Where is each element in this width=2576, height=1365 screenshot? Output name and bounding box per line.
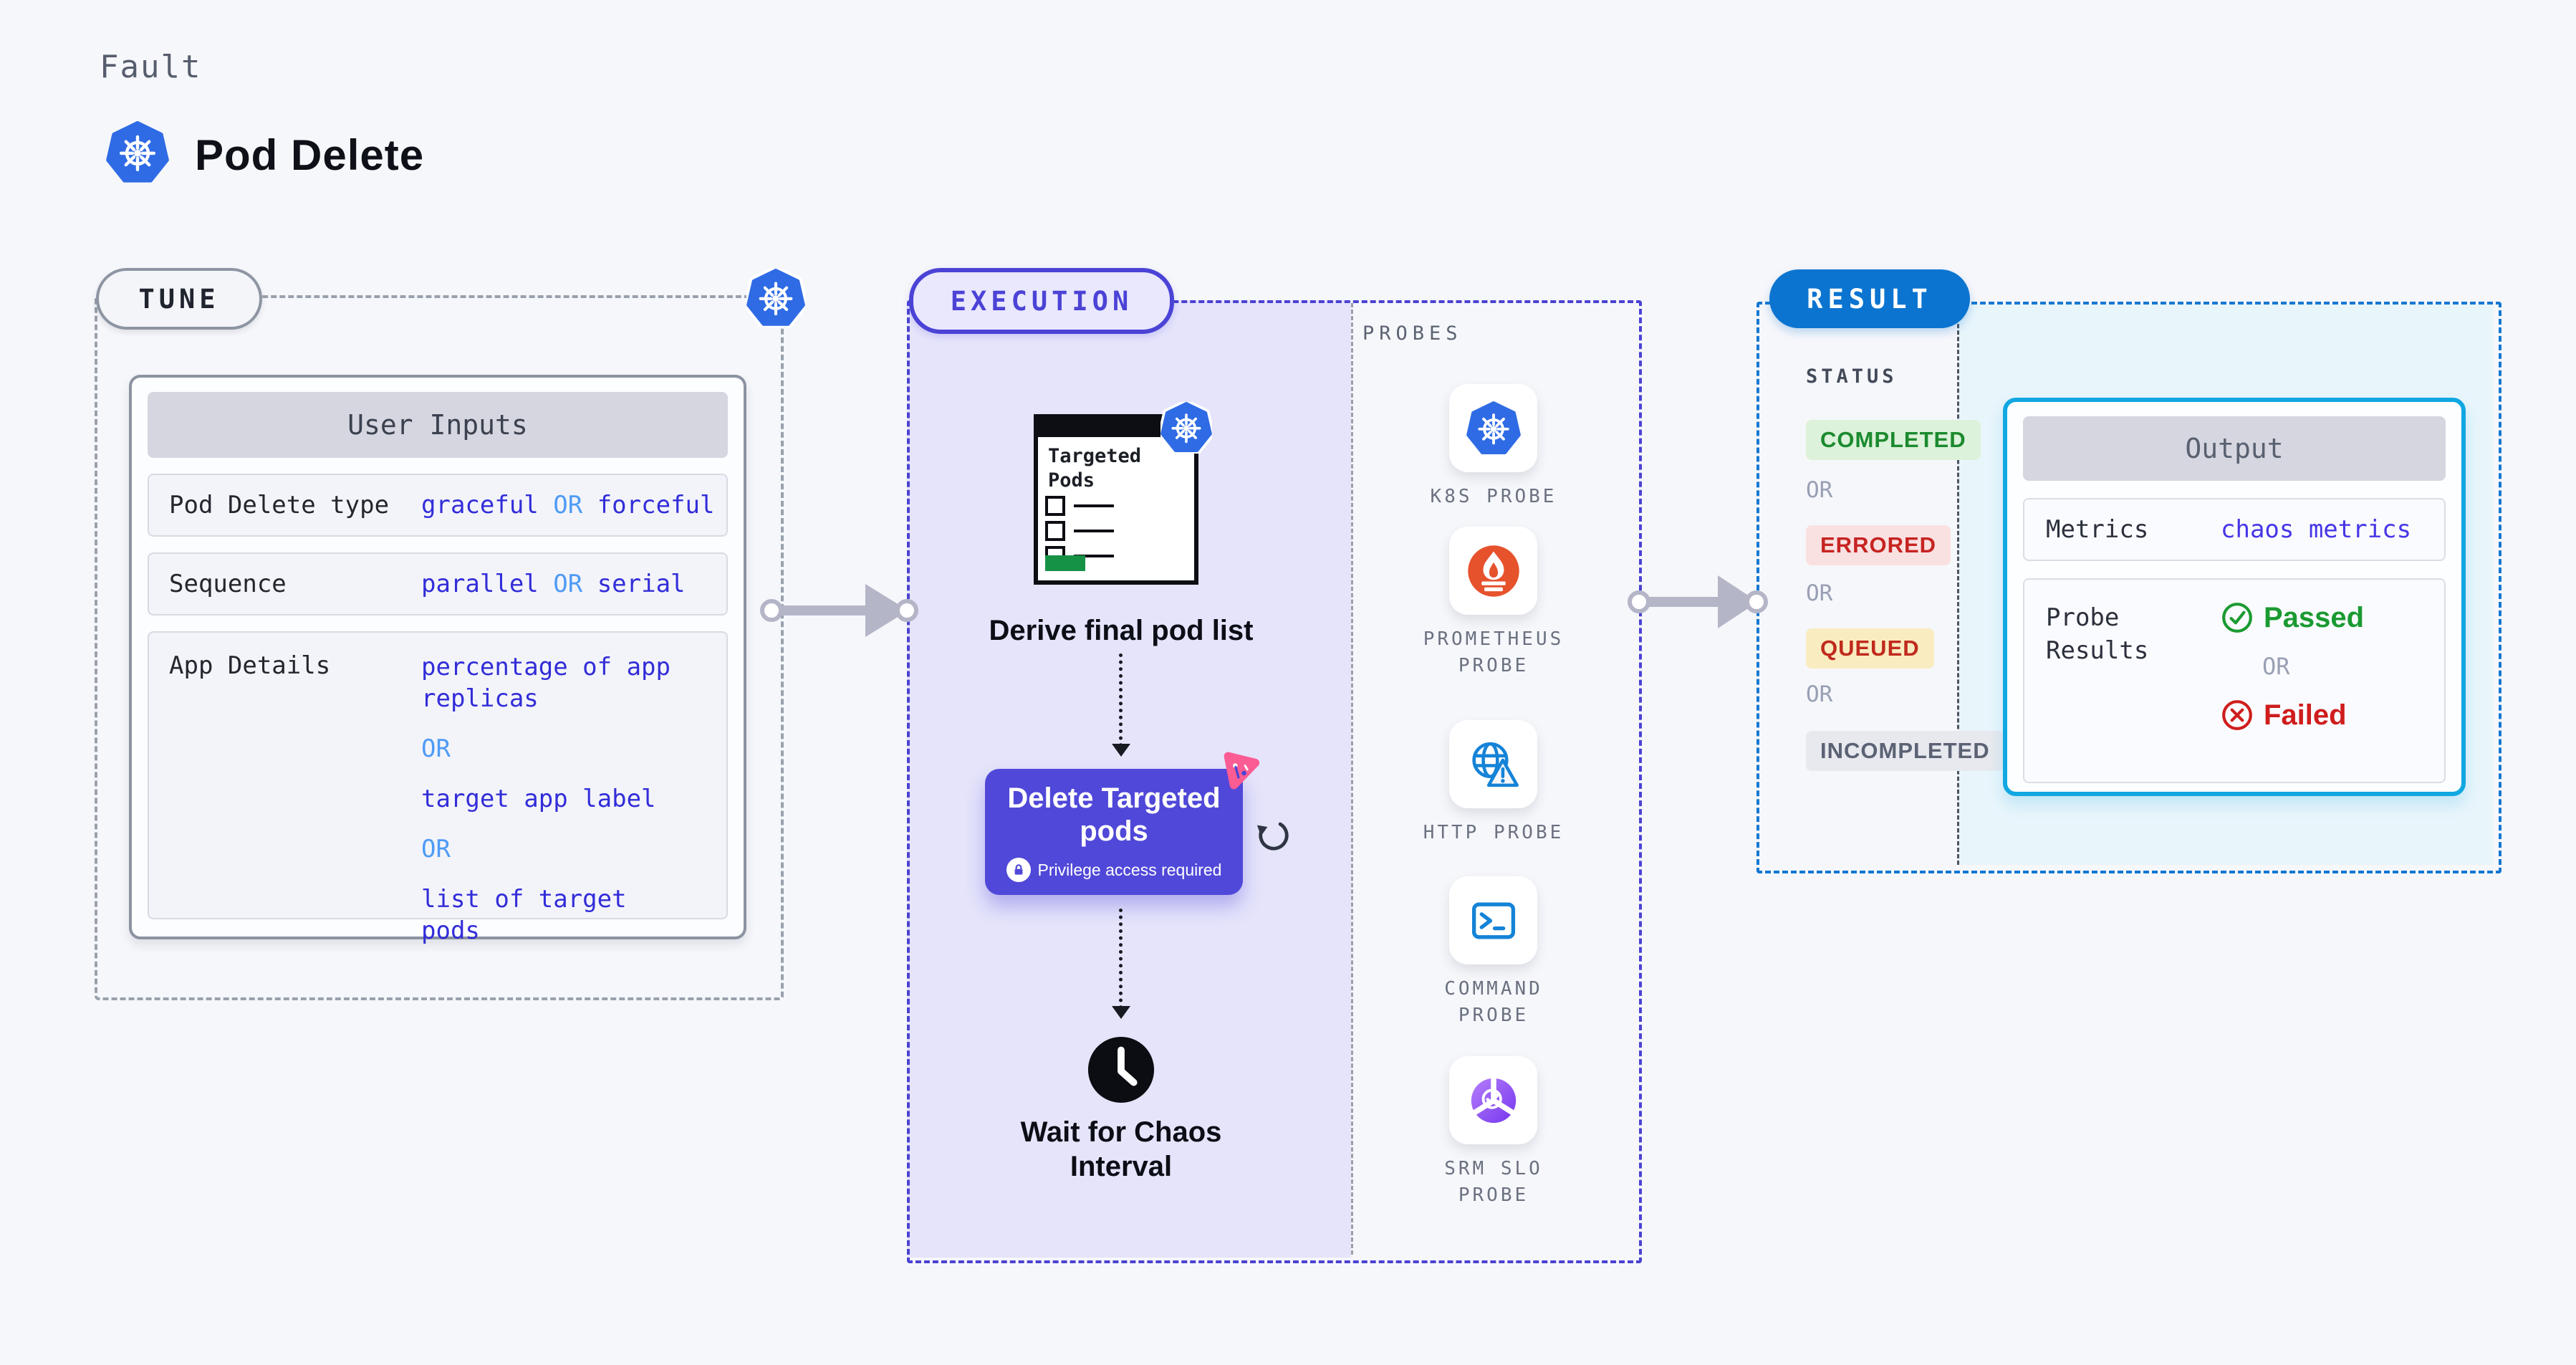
- delete-targeted-pods-step: Delete Targeted pods Privilege access re…: [985, 769, 1243, 895]
- input-value: graceful OR forceful: [421, 491, 715, 519]
- status-badge-queued: QUEUED: [1806, 628, 1934, 669]
- probe-results-row: Probe Results Passed OR Faile: [2023, 578, 2446, 783]
- tune-to-execution-arrow: [760, 584, 918, 637]
- input-label: Pod Delete type: [169, 491, 390, 519]
- execution-section: [907, 300, 1642, 1263]
- probe-label: COMMAND PROBE: [1444, 978, 1543, 1026]
- status-output-divider: [1957, 305, 1959, 865]
- retry-loop-icon: [1256, 822, 1289, 851]
- status-badge-incompleted: INCOMPLETED: [1806, 731, 2004, 771]
- tune-section: [95, 295, 784, 1000]
- clock-icon: [1087, 1036, 1155, 1103]
- privilege-note-text: Privilege access required: [1037, 860, 1222, 879]
- metrics-row: Metrics chaos metrics: [2023, 498, 2446, 561]
- lock-icon: [1006, 858, 1031, 882]
- input-value: parallel OR serial: [421, 570, 686, 598]
- srm-slo-icon: [1466, 1073, 1521, 1128]
- targeted-pods-card: Targeted Pods: [1034, 414, 1198, 585]
- terminal-icon: [1466, 894, 1521, 948]
- flow-down-arrow: [1112, 909, 1130, 1019]
- metrics-value: chaos metrics: [2221, 515, 2412, 544]
- or-separator: OR: [1806, 477, 1833, 503]
- passed-label: Passed: [2264, 601, 2365, 633]
- or-separator: OR: [1806, 681, 1833, 707]
- kubernetes-icon: [746, 268, 805, 328]
- metrics-label: Metrics: [2046, 515, 2149, 544]
- result-pill: RESULT: [1769, 269, 1970, 328]
- litmus-chaos-icon: [1224, 752, 1260, 790]
- http-probe-card: [1449, 720, 1537, 808]
- result-section: [1756, 302, 2501, 873]
- input-options: percentage of app replicas OR target app…: [421, 653, 671, 945]
- input-label: Sequence: [169, 570, 287, 598]
- prometheus-probe-card: [1449, 527, 1537, 615]
- k8s-probe-card: [1449, 384, 1537, 472]
- probe-label: PROMETHEUS PROBE: [1423, 628, 1565, 676]
- fault-eyebrow: Fault: [100, 49, 202, 85]
- tune-pill: TUNE: [96, 268, 262, 330]
- kubernetes-icon: [1466, 401, 1521, 456]
- probes-heading: PROBES: [1363, 322, 1463, 345]
- or-separator: OR: [1806, 580, 1833, 606]
- targeted-pods-title: Targeted Pods: [1048, 445, 1142, 492]
- output-card: Output Metrics chaos metrics Probe Resul…: [2003, 398, 2466, 796]
- user-inputs-card: User Inputs Pod Delete type graceful OR …: [129, 375, 746, 945]
- failed-label: Failed: [2264, 699, 2347, 731]
- derive-pod-list-label: Derive final pod list: [989, 615, 1254, 646]
- prometheus-icon: [1466, 544, 1521, 598]
- output-title: Output: [2023, 416, 2446, 481]
- wait-chaos-interval-label: Wait for Chaos Interval: [1020, 1116, 1222, 1182]
- checkbox-icon: [1045, 496, 1065, 516]
- check-circle-icon: [2222, 603, 2252, 633]
- probe-label: SRM SLO PROBE: [1444, 1158, 1543, 1206]
- execution-to-result-arrow: [1628, 575, 1768, 628]
- input-row-pod-delete-type: Pod Delete type graceful OR forceful: [148, 474, 728, 537]
- command-probe-card: [1449, 876, 1537, 964]
- kubernetes-icon: [106, 120, 169, 185]
- flow-down-arrow: [1112, 653, 1130, 757]
- probe-label: K8S PROBE: [1430, 486, 1557, 507]
- input-label: App Details: [169, 651, 331, 680]
- probe-results-label: Probe Results: [2046, 603, 2149, 665]
- probes-divider: [1351, 303, 1353, 1255]
- input-row-sequence: Sequence parallel OR serial: [148, 552, 728, 616]
- execution-pill: EXECUTION: [909, 268, 1174, 334]
- or-separator: OR: [2262, 653, 2290, 680]
- probe-label: HTTP PROBE: [1423, 822, 1565, 843]
- kubernetes-icon: [1160, 401, 1212, 454]
- probe-results-values: Passed OR Failed: [2221, 601, 2364, 732]
- checkbox-icon: [1045, 521, 1065, 541]
- user-inputs-title: User Inputs: [148, 392, 728, 458]
- progress-bar: [1045, 555, 1085, 571]
- status-badge-errored: ERRORED: [1806, 525, 1951, 565]
- delete-step-title: Delete Targeted pods: [1007, 782, 1221, 847]
- status-badge-completed: COMPLETED: [1806, 420, 1981, 460]
- privilege-note: Privilege access required: [1006, 858, 1222, 882]
- srm-slo-probe-card: [1449, 1056, 1537, 1144]
- input-row-app-details: App Details percentage of app replicas O…: [148, 631, 728, 945]
- status-heading: STATUS: [1806, 365, 1898, 388]
- x-circle-icon: [2222, 700, 2252, 730]
- http-globe-icon: [1466, 737, 1521, 792]
- page-title: Pod Delete: [195, 131, 425, 179]
